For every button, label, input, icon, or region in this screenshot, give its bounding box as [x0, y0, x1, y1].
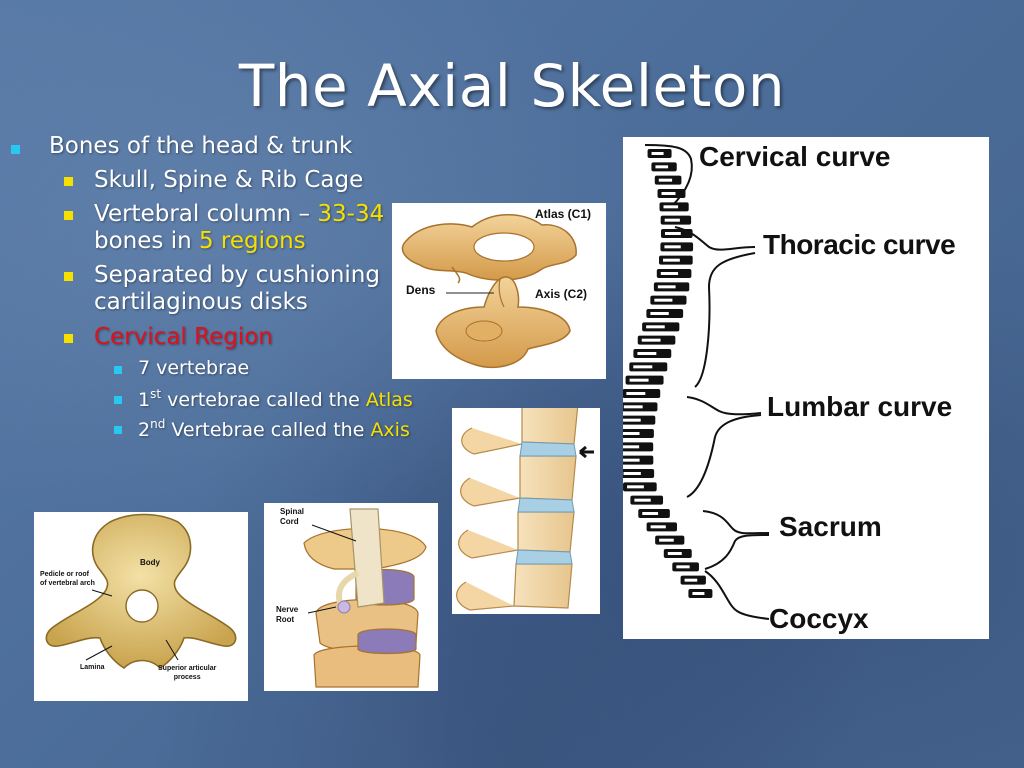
vertebra-highlight [633, 365, 653, 369]
label-cervical-curve: Cervical curve [699, 141, 891, 172]
bullet-axis: 2nd Vertebrae called the Axis [114, 417, 410, 441]
vertebra-highlight [659, 538, 674, 542]
bullet-skull-spine: Skull, Spine & Rib Cage [64, 167, 363, 194]
label-spinal-cord: Spinal Cord [280, 507, 305, 526]
label-axis: Axis (C2) [535, 287, 588, 301]
label-nerve-root: Nerve Root [276, 605, 299, 624]
label-atlas: Atlas (C1) [535, 207, 592, 221]
label-lamina: Lamina [80, 664, 105, 671]
sacrum-bracket [702, 510, 770, 535]
vertebra-top-illustration [45, 513, 237, 670]
spinal-cord-figure: Spinal Cord Nerve Root [264, 503, 438, 691]
vertebra-highlight [626, 392, 646, 395]
label-coccyx: Coccyx [769, 603, 869, 634]
vertebra-highlight [627, 485, 644, 489]
spinal-curves-figure: Cervical curve Thoracic curve Lumbar cur… [623, 137, 989, 639]
vertebra-highlight [658, 178, 673, 182]
label-thoracic-curve: Thoracic curve [763, 229, 956, 260]
bullet-square-icon [114, 426, 122, 434]
atlas-axis-figure: Atlas (C1) Dens Axis (C2) [392, 203, 606, 379]
vertebra-highlight [692, 592, 705, 595]
atlas-axis-illustration [401, 214, 577, 368]
vertebra-highlight [651, 152, 664, 155]
bullet-square-icon [114, 366, 122, 374]
spinal-column-illustration [623, 144, 770, 620]
lumbar-discs-illustration [456, 408, 594, 611]
bullet-bones-head-trunk: Bones of the head & trunk [11, 133, 352, 159]
vertebrae-stack [623, 149, 713, 598]
vertebra-highlight [684, 578, 698, 582]
vertebra-highlight [655, 165, 669, 169]
vertebra-highlight [642, 512, 659, 515]
bullet-cervical-region: Cervical Region [64, 324, 273, 351]
vertebra-highlight [667, 552, 682, 555]
vertebra-top-figure: Body Pedicle or roof of vertebral arch L… [34, 512, 248, 701]
vertebra-highlight [660, 272, 679, 275]
vertebra-highlight [623, 472, 641, 475]
vertebra-highlight [664, 245, 681, 249]
vertebra-highlight [634, 498, 651, 502]
vertebra-highlight [676, 565, 690, 569]
label-superior-articular: Superior articular process [158, 665, 217, 681]
lumbar-bracket [686, 396, 762, 416]
vertebra-highlight [646, 325, 665, 329]
bullet-7-vertebrae: 7 vertebrae [114, 357, 249, 379]
slide-title: The Axial Skeleton [238, 52, 786, 120]
vertebra-highlight [623, 445, 640, 449]
vertebra-highlight [641, 338, 661, 342]
vertebra-highlight [664, 218, 680, 222]
bullet-square-icon [64, 272, 73, 281]
vertebra-highlight [623, 405, 643, 409]
coccyx-bracket [704, 570, 770, 620]
bullet-square-icon [64, 334, 73, 343]
spinal-cord-illustration [303, 508, 427, 688]
vertebra-highlight [654, 298, 673, 302]
bullet-square-icon [64, 177, 73, 186]
vertebra-highlight [650, 525, 666, 529]
vertebra-highlight [657, 285, 676, 289]
vertebra-highlight [663, 258, 680, 262]
vertebra-highlight [661, 192, 676, 195]
label-sacrum: Sacrum [779, 511, 882, 542]
vertebra-highlight [664, 232, 681, 235]
bullet-vertebral-column: Vertebral column – 33-34 bones in 5 regi… [64, 201, 394, 255]
label-dens: Dens [406, 283, 436, 297]
label-body: Body [140, 558, 160, 567]
vertebra-highlight [637, 352, 657, 355]
bullet-square-icon [114, 396, 122, 404]
label-lumbar-curve: Lumbar curve [767, 391, 953, 422]
vertebra-highlight [650, 312, 669, 315]
bullet-square-icon [11, 145, 20, 154]
vertebra-highlight [663, 205, 679, 209]
bullet-square-icon [64, 211, 73, 220]
bullet-atlas: 1st vertebrae called the Atlas [114, 387, 413, 411]
vertebra-highlight [623, 432, 640, 435]
bullet-cushioning: Separated by cushioning cartilaginous di… [64, 262, 394, 316]
label-pedicle: Pedicle or roof of vertebral arch [40, 571, 95, 587]
vertebra-highlight [629, 378, 649, 382]
vertebra-highlight [623, 458, 640, 462]
lumbar-discs-figure [452, 408, 600, 614]
vertebra-highlight [623, 418, 641, 422]
